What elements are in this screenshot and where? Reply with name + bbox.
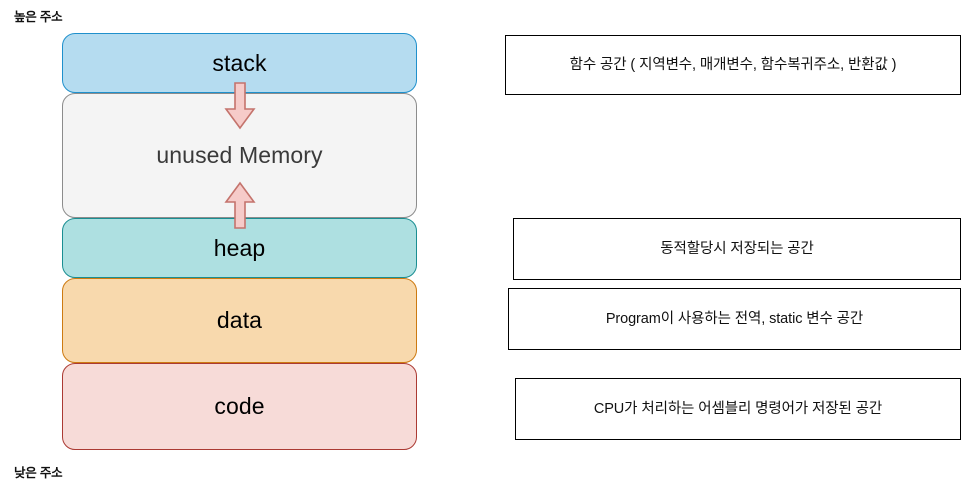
- memory-block-stack-label: stack: [212, 49, 267, 76]
- note-box-code-text: CPU가 처리하는 어셈블리 명령어가 저장된 공간: [593, 400, 883, 417]
- note-box-stack: 함수 공간 ( 지역변수, 매개변수, 함수복귀주소, 반환값 ): [505, 35, 961, 95]
- low-address-label: 낮은 주소: [14, 466, 63, 480]
- memory-block-code-label: code: [214, 393, 265, 419]
- note-box-heap-text: 동적할당시 저장되는 공간: [660, 240, 814, 257]
- memory-block-unused-label: unused Memory: [156, 142, 323, 168]
- note-box-data-text: Program이 사용하는 전역, static 변수 공간: [605, 310, 864, 327]
- note-box-data: Program이 사용하는 전역, static 변수 공간: [508, 288, 961, 350]
- arrow-down-icon: [224, 82, 256, 130]
- memory-block-heap-label: heap: [213, 234, 266, 261]
- high-address-label: 높은 주소: [14, 10, 63, 24]
- memory-block-code: code: [62, 363, 417, 450]
- memory-block-data-label: data: [216, 307, 263, 333]
- note-box-heap: 동적할당시 저장되는 공간: [513, 218, 961, 280]
- arrow-up-icon: [224, 181, 256, 229]
- memory-layout-diagram: stack unused Memory heap data code: [62, 33, 417, 450]
- note-box-stack-text: 함수 공간 ( 지역변수, 매개변수, 함수복귀주소, 반환값 ): [569, 56, 897, 73]
- memory-block-data: data: [62, 278, 417, 363]
- note-box-code: CPU가 처리하는 어셈블리 명령어가 저장된 공간: [515, 378, 961, 440]
